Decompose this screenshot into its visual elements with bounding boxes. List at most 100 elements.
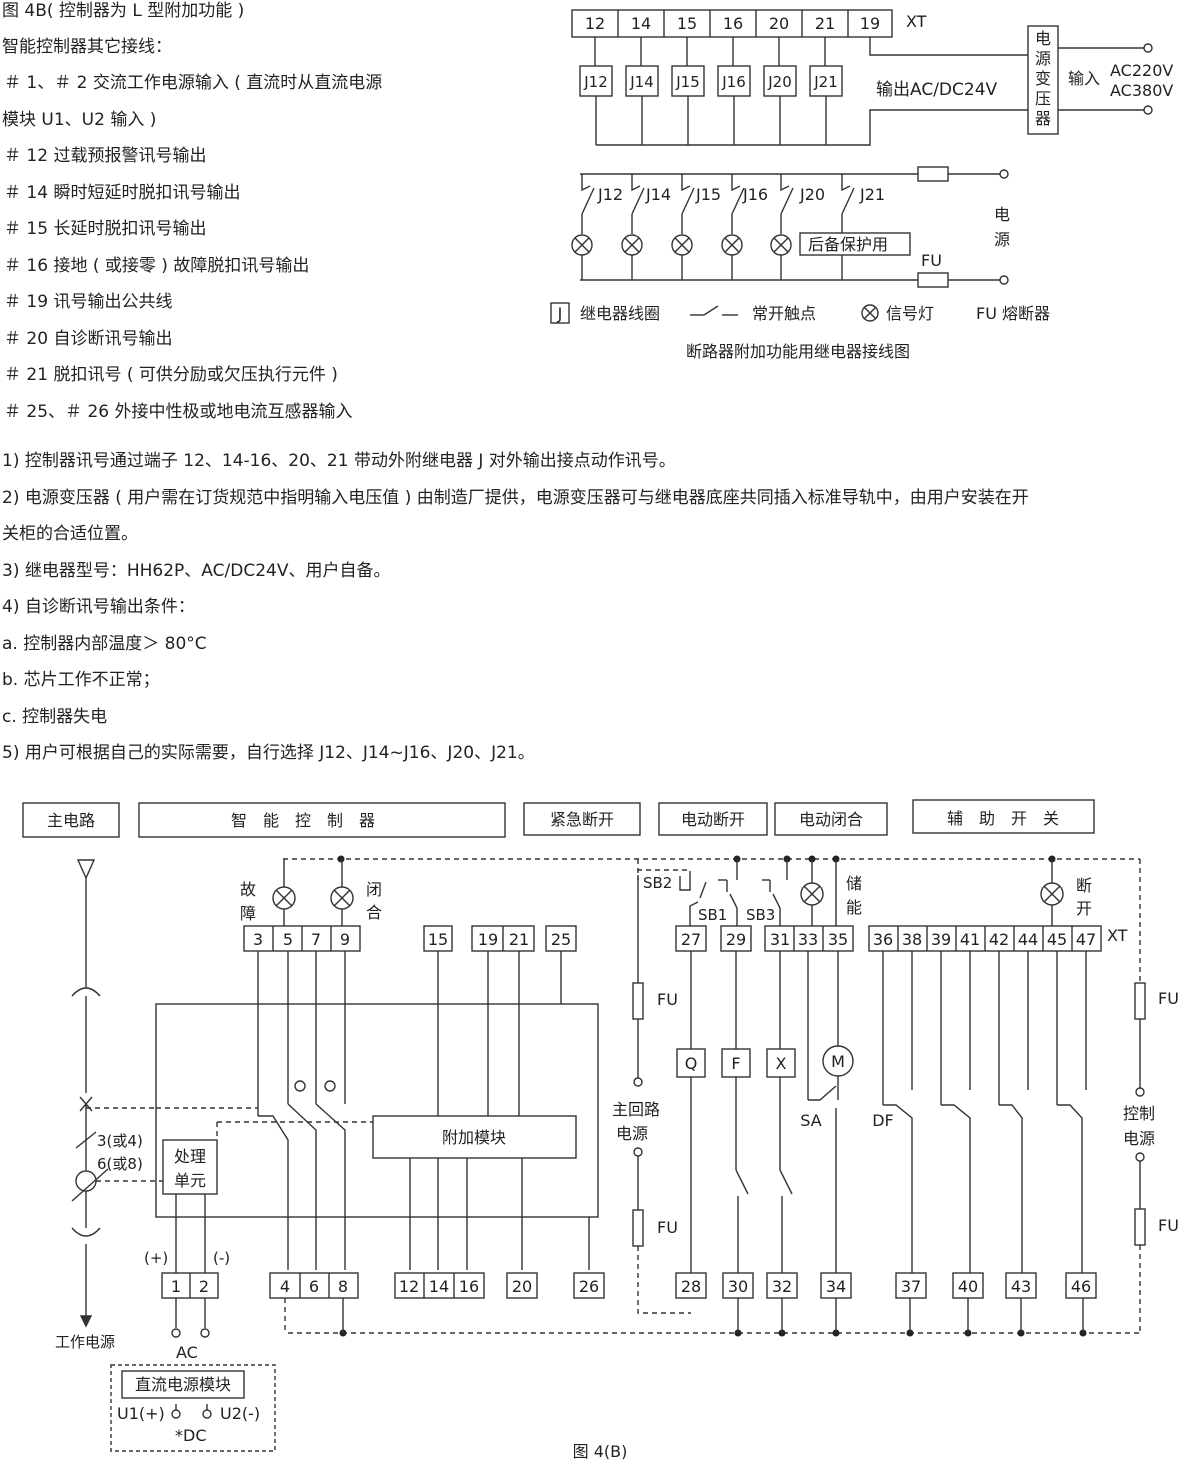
- input-voltage: AC380V: [1110, 81, 1173, 100]
- ctrl-power-label: 控制: [1123, 1104, 1155, 1123]
- add-on-module: [372, 1115, 577, 1159]
- terminal-label: 16: [723, 14, 743, 33]
- lamp-label: 故: [240, 880, 256, 899]
- terminal-label: 31: [770, 930, 790, 949]
- ct-label: 3(或4): [97, 1132, 143, 1150]
- dc-module-label: 直流电源模块: [135, 1375, 231, 1394]
- contact-label: J21: [859, 185, 885, 204]
- fu-label: FU: [921, 251, 942, 270]
- header-electric-close: 电动闭合: [799, 810, 863, 829]
- terminal-label: 29: [726, 930, 746, 949]
- note-line: ＃ 12 过载预报警讯号输出: [4, 146, 207, 166]
- notes-subtitle: 智能控制器其它接线：: [2, 37, 172, 57]
- terminal-label: 44: [1018, 930, 1038, 949]
- main-power-label: 电源: [616, 1124, 648, 1143]
- terminal-label: 16: [459, 1277, 479, 1296]
- input-label: 输入: [1068, 69, 1100, 88]
- transformer-char: 压: [1035, 89, 1051, 108]
- relay-label: J12: [583, 73, 608, 91]
- contact-label: J15: [695, 185, 721, 204]
- control-power: [1134, 982, 1146, 1246]
- signal-lamps: [571, 234, 792, 256]
- legend-fuse: FU 熔断器: [976, 304, 1050, 323]
- terminal-label: 30: [728, 1277, 748, 1296]
- power-char: 电: [994, 205, 1010, 224]
- relay-diagram-caption: 断路器附加功能用继电器接线图: [686, 342, 910, 361]
- contact-label: J20: [799, 185, 825, 204]
- contact-label: J12: [597, 185, 623, 204]
- terminal-label: 7: [311, 930, 321, 949]
- header-electric-open: 电动断开: [681, 810, 745, 829]
- lamp-label: 开: [1076, 899, 1092, 918]
- terminal-label: 9: [340, 930, 350, 949]
- lamp-label: 储: [846, 874, 862, 893]
- note-item: 1) 控制器讯号通过端子 12、14-16、20、21 带动外附继电器 J 对外…: [2, 451, 676, 471]
- note-line: ＃ 16 接地 ( 或接零 ) 故障脱扣讯号输出: [4, 256, 310, 276]
- legend-signal-lamp: 信号灯: [886, 304, 934, 323]
- lamp-label: 合: [366, 903, 382, 922]
- backup-box: [799, 232, 911, 256]
- legend-relay-coil-icon: [550, 302, 570, 324]
- terminal-label: 41: [960, 930, 980, 949]
- relay-label: J14: [629, 73, 654, 91]
- fu-label: FU: [657, 1218, 678, 1237]
- terminal-label: 42: [989, 930, 1009, 949]
- note-item: c. 控制器失电: [2, 707, 108, 727]
- ctrl-power-label: 电源: [1123, 1129, 1155, 1148]
- backup-label: 后备保护用: [808, 235, 888, 254]
- relay-label: J21: [813, 73, 838, 91]
- figure-caption: 图 4(B): [573, 1442, 628, 1461]
- terminal-label: 36: [873, 930, 893, 949]
- contact-label: J16: [742, 185, 768, 204]
- note-item: b. 芯片工作不正常；: [2, 670, 160, 690]
- terminal-label: 15: [677, 14, 697, 33]
- relay-label: J16: [721, 73, 746, 91]
- header-emergency-trip: 紧急断开: [550, 810, 614, 829]
- u2-label: U2(-): [220, 1404, 260, 1423]
- coil-q-label: Q: [685, 1054, 698, 1073]
- terminal-label: 6: [309, 1277, 319, 1296]
- proc-label: 单元: [174, 1171, 206, 1190]
- terminal-label: 12: [585, 14, 605, 33]
- terminal-label: 5: [283, 930, 293, 949]
- terminal-label: 21: [815, 14, 835, 33]
- terminal-label: 28: [681, 1277, 701, 1296]
- relay-label: J20: [767, 73, 792, 91]
- terminal-label: 8: [338, 1277, 348, 1296]
- terminal-label: 12: [399, 1277, 419, 1296]
- note-item: 3) 继电器型号：HH62P、AC/DC24V、用户自备。: [2, 561, 391, 581]
- sa-label: SA: [800, 1111, 821, 1130]
- note-line: 模块 U1、U2 输入 ): [2, 110, 157, 130]
- legend-lamp-icon: [861, 304, 879, 322]
- header-controller: 智 能 控 制 器: [231, 811, 375, 830]
- ac-label: AC: [176, 1343, 198, 1362]
- transformer-char: 电: [1035, 29, 1051, 48]
- note-line: ＃ 1、＃ 2 交流工作电源输入 ( 直流时从直流电源: [4, 73, 383, 93]
- note-item: 2) 电源变压器 ( 用户需在订货规范中指明输入电压值 ) 由制造厂提供，电源变…: [2, 488, 1029, 508]
- lamp-label: 能: [846, 898, 862, 917]
- note-line: ＃ 21 脱扣讯号 ( 可供分励或欠压执行元件 ): [4, 365, 338, 385]
- terminal-label: 3: [253, 930, 263, 949]
- terminal-label: 19: [860, 14, 880, 33]
- header-aux-switch: 辅 助 开 关: [947, 809, 1059, 828]
- u1-label: U1(+): [117, 1404, 165, 1423]
- terminal-label: 14: [429, 1277, 449, 1296]
- main-loop-power: [632, 869, 691, 1314]
- fu-label: FU: [1158, 1216, 1179, 1235]
- note-line: ＃ 20 自诊断讯号输出: [4, 329, 173, 349]
- bottom-terminal-blocks: [161, 1272, 1097, 1299]
- terminal-label: 45: [1047, 930, 1067, 949]
- dc-module-zone: [110, 1364, 276, 1452]
- note-line: ＃ 25、＃ 26 外接中性极或地电流互感器输入: [4, 402, 353, 422]
- terminal-label: 37: [901, 1277, 921, 1296]
- proc-label: 处理: [174, 1147, 206, 1166]
- header-main-circuit: 主电路: [47, 811, 95, 830]
- terminal-label: 21: [509, 930, 529, 949]
- legend-no-contact-icon: [690, 305, 738, 316]
- terminal-label: 14: [631, 14, 651, 33]
- transformer-char: 源: [1035, 49, 1051, 68]
- terminal-label: 19: [478, 930, 498, 949]
- input-voltage: AC220V: [1110, 61, 1173, 80]
